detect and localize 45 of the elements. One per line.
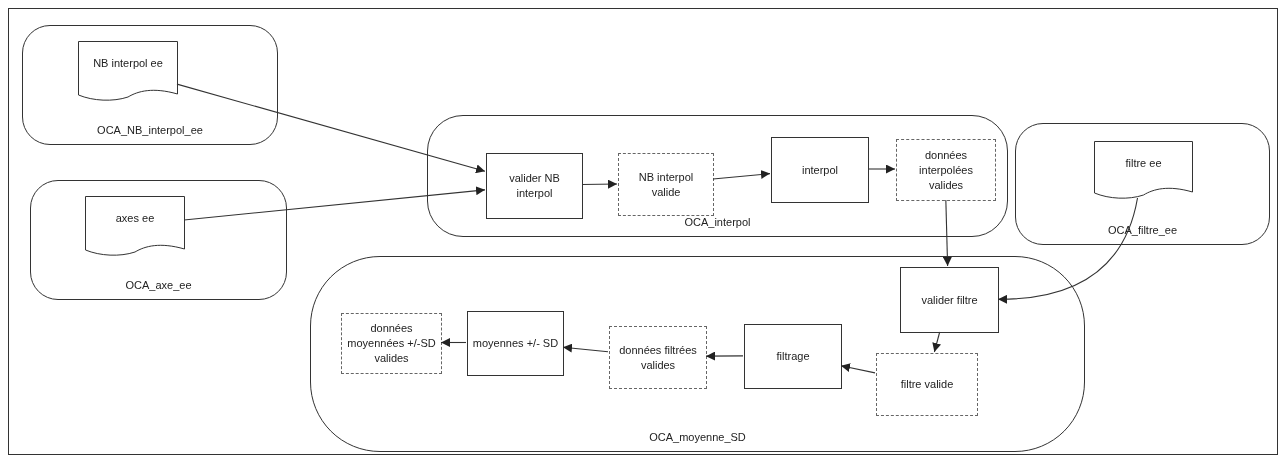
process-box: [486, 153, 583, 219]
node-label: données interpolées valides: [918, 147, 974, 193]
process-box: [467, 311, 564, 376]
node-label: données moyennées +/-SD valides: [346, 321, 437, 366]
arrow: [562, 343, 609, 353]
arrow: [932, 331, 942, 353]
group-container: [22, 25, 278, 145]
node-label: NB interpol ee: [93, 56, 163, 71]
node-label: OCA_interpol: [684, 214, 751, 230]
data-store-box: [609, 326, 707, 389]
node-label: filtre valide: [900, 377, 954, 392]
arrow: [867, 164, 896, 174]
arrow: [942, 199, 952, 267]
node-label: NB interpol valide: [637, 169, 695, 200]
group-container: [30, 180, 287, 300]
arrow: [712, 170, 771, 180]
process-box: [900, 267, 999, 333]
node-label: valider NB interpol: [508, 171, 561, 201]
data-store-box: [876, 353, 978, 416]
group-container: [310, 256, 1085, 452]
node-label: données filtrées valides: [618, 342, 698, 373]
arrow: [705, 351, 744, 361]
group-container: [427, 115, 1008, 237]
node-label: OCA_filtre_ee: [1107, 222, 1178, 238]
process-box: [744, 324, 842, 389]
node-label: moyennes +/- SD: [472, 336, 559, 351]
arrow: [440, 338, 467, 347]
node-label: OCA_NB_interpol_ee: [97, 122, 203, 138]
arrow: [176, 83, 486, 174]
arrow: [183, 186, 486, 221]
node-label: filtre ee: [1125, 156, 1162, 171]
process-box: [771, 137, 869, 203]
node-label: OCA_moyenne_SD: [649, 429, 746, 445]
node-label: axes ee: [115, 211, 155, 226]
data-store-box: [618, 153, 714, 216]
node-label: filtrage: [776, 349, 810, 364]
data-store-box: [896, 139, 996, 201]
arrow: [997, 197, 1139, 304]
node-label: OCA_axe_ee: [125, 277, 192, 293]
arrow: [840, 363, 876, 374]
node-label: valider filtre: [921, 292, 978, 308]
arrow: [581, 179, 618, 189]
group-container: [1015, 123, 1270, 245]
node-label: interpol: [801, 162, 839, 178]
data-store-box: [341, 313, 442, 374]
